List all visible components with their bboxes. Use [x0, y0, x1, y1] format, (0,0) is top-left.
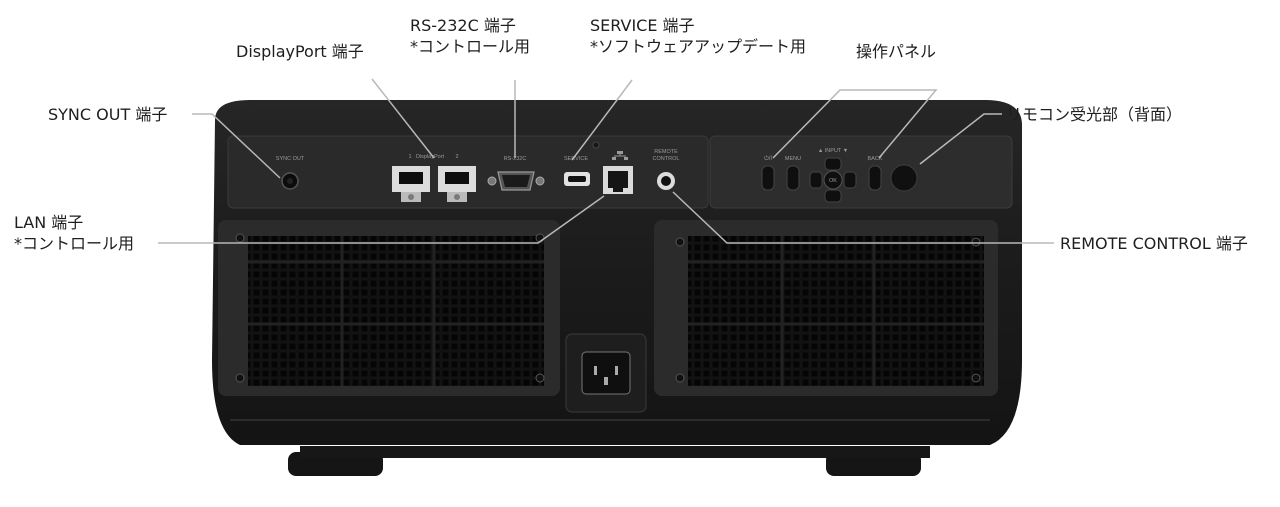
callout-operation-panel-text: 操作パネル [856, 42, 937, 61]
leader-sync-out [192, 113, 281, 179]
service-usb-connector [564, 172, 590, 186]
service-port-label: SERVICE [564, 156, 588, 162]
displayport-port-label: DisplayPort [416, 154, 445, 160]
callout-service-text: SERVICE 端子 [590, 16, 695, 35]
rs232c-port-label: RS-232C [504, 156, 527, 162]
back-button-label: BACK [868, 156, 883, 162]
callout-operation-panel: 操作パネル [856, 41, 936, 62]
control-port-label: CONTROL [653, 156, 680, 162]
sync-out-port-label: SYNC OUT [276, 156, 305, 162]
displayport-1-number: 1 [408, 154, 411, 160]
lan-network-icon [612, 151, 628, 160]
callout-service-note: *ソフトウェアアップデート用 [590, 37, 807, 56]
callout-remote-sensor: リモコン受光部（背面） [1006, 104, 1182, 125]
remote-port-label: REMOTE [654, 149, 678, 155]
leader-operation-panel [772, 89, 938, 159]
displayport-2-number: 2 [455, 154, 458, 160]
callout-rs232c-text: RS-232C 端子 [410, 16, 516, 35]
callout-lan-note: *コントロール用 [14, 234, 135, 253]
callout-service: SERVICE 端子 *ソフトウェアアップデート用 [590, 15, 806, 57]
rs232c-connector [487, 171, 545, 191]
leader-remote-control [672, 191, 1054, 244]
displayport-2-connector [438, 166, 476, 202]
input-button-label: ▲ INPUT ▼ [818, 148, 848, 154]
callout-displayport: DisplayPort 端子 [236, 41, 364, 62]
back-button [868, 165, 882, 191]
lan-connector [603, 166, 633, 194]
direction-pad [809, 157, 857, 203]
leader-lan [158, 195, 605, 244]
menu-button [786, 165, 800, 191]
displayport-1-connector [392, 166, 430, 202]
callout-remote-control: REMOTE CONTROL 端子 [1060, 233, 1248, 254]
right-vent-grille [654, 220, 998, 396]
ok-button-label: OK [829, 178, 837, 184]
callout-displayport-text: DisplayPort 端子 [236, 42, 364, 61]
left-vent-grille [218, 220, 560, 396]
remote-sensor-window [890, 164, 918, 192]
callout-lan: LAN 端子 *コントロール用 [14, 212, 134, 254]
leader-lines [158, 78, 1054, 244]
callout-lan-text: LAN 端子 [14, 213, 84, 232]
callout-remote-sensor-text: リモコン受光部（背面） [1006, 105, 1183, 124]
callout-rs232c-note: *コントロール用 [410, 37, 531, 56]
leader-remote-sensor [919, 113, 1002, 165]
callout-sync-out: SYNC OUT 端子 [48, 104, 167, 125]
power-button [761, 165, 775, 191]
control-panel [709, 135, 1013, 209]
callout-sync-out-text: SYNC OUT 端子 [48, 105, 168, 124]
leader-service [571, 79, 633, 161]
power-button-label: ⏻/I [764, 155, 772, 162]
callout-rs232c: RS-232C 端子 *コントロール用 [410, 15, 530, 57]
menu-button-label: MENU [785, 156, 801, 162]
leader-displayport [371, 78, 435, 159]
callout-remote-control-text: REMOTE CONTROL 端子 [1060, 234, 1248, 253]
ac-power-inlet [565, 333, 647, 413]
